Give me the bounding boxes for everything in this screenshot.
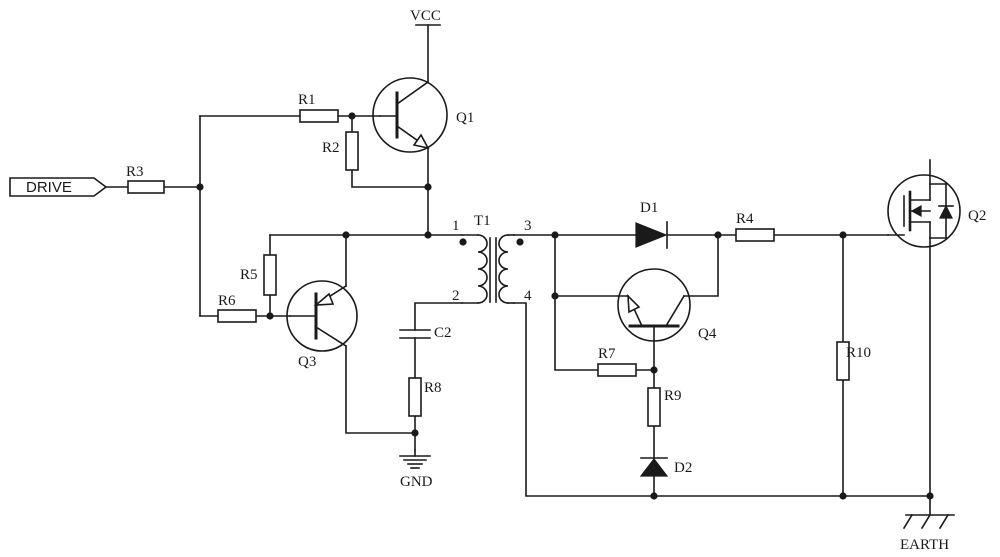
r2-label: R2 xyxy=(322,140,340,156)
drive-label: DRIVE xyxy=(26,179,72,196)
d1-label: D1 xyxy=(640,200,658,216)
transistor-q3-pnp xyxy=(286,280,358,352)
earth-symbol-icon xyxy=(902,513,955,530)
gnd-label: GND xyxy=(400,474,433,490)
resistor-r6 xyxy=(217,309,257,323)
t1-pin4-label: 4 xyxy=(524,288,532,304)
t1-pin3-label: 3 xyxy=(524,218,532,234)
q1-label: Q1 xyxy=(456,110,474,126)
q2-label: Q2 xyxy=(968,208,986,224)
r3-label: R3 xyxy=(126,164,144,180)
drive-input-port xyxy=(9,177,108,197)
d2-label: D2 xyxy=(674,460,692,476)
transformer-t1 xyxy=(459,234,524,304)
wires xyxy=(105,24,931,516)
r4-label: R4 xyxy=(736,211,754,227)
r7-label: R7 xyxy=(598,346,616,362)
r8-label: R8 xyxy=(424,380,442,396)
resistor-r1 xyxy=(299,109,339,123)
q3-label: Q3 xyxy=(298,354,316,370)
diode-d2 xyxy=(639,457,669,477)
resistor-r4 xyxy=(735,228,775,242)
resistor-r3 xyxy=(127,180,165,194)
r1-label: R1 xyxy=(298,92,316,108)
resistor-r7 xyxy=(597,363,637,377)
r9-label: R9 xyxy=(664,388,682,404)
resistor-r5 xyxy=(263,254,277,296)
resistor-r10 xyxy=(836,341,850,381)
r5-label: R5 xyxy=(240,267,258,283)
t1-label: T1 xyxy=(474,213,491,229)
junctions xyxy=(196,112,934,500)
vcc-label: VCC xyxy=(410,8,441,24)
r6-label: R6 xyxy=(218,293,236,309)
c2-label: C2 xyxy=(434,325,452,341)
resistor-r9 xyxy=(647,387,661,427)
r10-label: R10 xyxy=(846,345,871,361)
resistor-r8 xyxy=(408,377,422,417)
gnd-symbol-icon xyxy=(399,449,431,469)
transistor-q1-npn xyxy=(372,77,448,153)
earth-label: EARTH xyxy=(900,537,949,553)
transistor-q4-pnp xyxy=(617,268,691,342)
capacitor-c2 xyxy=(399,329,431,339)
mosfet-q2 xyxy=(887,174,961,248)
t1-pin2-label: 2 xyxy=(452,288,460,304)
diode-d1 xyxy=(635,221,668,249)
q4-label: Q4 xyxy=(698,326,717,342)
resistor-r2 xyxy=(345,131,359,171)
t1-pin1-label: 1 xyxy=(452,218,460,234)
